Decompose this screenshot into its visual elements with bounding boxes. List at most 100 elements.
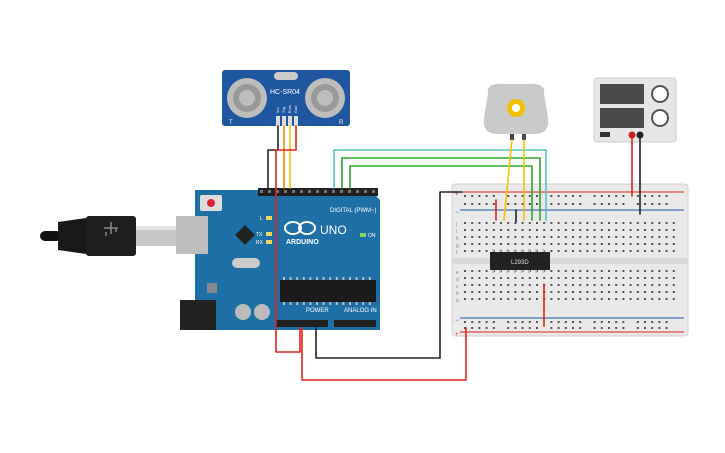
terminal-hole[interactable] (550, 250, 553, 252)
terminal-hole[interactable] (492, 229, 495, 231)
terminal-hole[interactable] (478, 298, 481, 300)
terminal-hole[interactable] (600, 243, 603, 245)
terminal-hole[interactable] (514, 284, 517, 286)
terminal-hole[interactable] (629, 250, 632, 252)
terminal-hole[interactable] (622, 229, 625, 231)
terminal-hole[interactable] (651, 236, 654, 238)
terminal-hole[interactable] (593, 243, 596, 245)
rail-hole[interactable] (615, 321, 618, 323)
terminal-hole[interactable] (471, 277, 474, 279)
terminal-hole[interactable] (636, 284, 639, 286)
rail-hole[interactable] (579, 327, 582, 329)
rail-hole[interactable] (658, 195, 661, 197)
rail-hole[interactable] (528, 327, 531, 329)
terminal-hole[interactable] (521, 229, 524, 231)
terminal-hole[interactable] (464, 229, 466, 231)
voltage-knob-icon[interactable] (651, 85, 669, 103)
terminal-hole[interactable] (651, 243, 654, 245)
terminal-hole[interactable] (608, 243, 610, 245)
terminal-hole[interactable] (485, 270, 488, 272)
terminal-hole[interactable] (478, 291, 481, 293)
terminal-hole[interactable] (564, 222, 567, 224)
terminal-hole[interactable] (536, 243, 538, 245)
terminal-hole[interactable] (651, 291, 654, 293)
header-pin[interactable] (348, 190, 351, 193)
terminal-hole[interactable] (572, 243, 574, 245)
rail-hole[interactable] (593, 327, 596, 329)
terminal-hole[interactable] (521, 236, 524, 238)
wire-teal-control[interactable] (333, 149, 547, 221)
terminal-hole[interactable] (500, 284, 502, 286)
terminal-hole[interactable] (536, 291, 538, 293)
terminal-hole[interactable] (521, 291, 524, 293)
rail-hole[interactable] (615, 195, 618, 197)
rail-hole[interactable] (521, 321, 524, 323)
terminal-hole[interactable] (665, 291, 668, 293)
terminal-hole[interactable] (521, 298, 524, 300)
header-pin[interactable] (308, 190, 311, 193)
terminal-hole[interactable] (622, 291, 625, 293)
rail-hole[interactable] (485, 327, 488, 329)
terminal-hole[interactable] (514, 291, 517, 293)
header-pin[interactable] (316, 190, 319, 193)
wire-motor-1[interactable] (503, 139, 513, 221)
terminal-hole[interactable] (665, 277, 668, 279)
terminal-hole[interactable] (514, 229, 517, 231)
terminal-hole[interactable] (593, 236, 596, 238)
terminal-hole[interactable] (615, 236, 618, 238)
rail-hole[interactable] (608, 321, 610, 323)
header-pin[interactable] (364, 190, 367, 193)
terminal-hole[interactable] (500, 298, 502, 300)
terminal-hole[interactable] (636, 222, 639, 224)
terminal-hole[interactable] (521, 222, 524, 224)
terminal-hole[interactable] (557, 236, 560, 238)
terminal-hole[interactable] (622, 250, 625, 252)
terminal-hole[interactable] (622, 298, 625, 300)
terminal-hole[interactable] (586, 229, 589, 231)
terminal-hole[interactable] (600, 298, 603, 300)
terminal-hole[interactable] (521, 277, 524, 279)
terminal-hole[interactable] (492, 284, 495, 286)
rail-hole[interactable] (636, 203, 639, 205)
terminal-hole[interactable] (608, 250, 610, 252)
rail-hole[interactable] (579, 321, 582, 323)
terminal-hole[interactable] (608, 277, 610, 279)
terminal-hole[interactable] (528, 243, 531, 245)
terminal-hole[interactable] (507, 243, 510, 245)
terminal-hole[interactable] (478, 243, 481, 245)
terminal-hole[interactable] (507, 277, 510, 279)
terminal-hole[interactable] (550, 284, 553, 286)
terminal-hole[interactable] (608, 291, 610, 293)
rail-hole[interactable] (507, 203, 510, 205)
terminal-hole[interactable] (579, 229, 582, 231)
rail-hole[interactable] (572, 321, 574, 323)
rail-hole[interactable] (514, 327, 517, 329)
terminal-hole[interactable] (564, 277, 567, 279)
terminal-hole[interactable] (478, 250, 481, 252)
rail-hole[interactable] (658, 321, 661, 323)
terminal-hole[interactable] (672, 250, 675, 252)
rail-hole[interactable] (557, 195, 560, 197)
terminal-hole[interactable] (471, 298, 474, 300)
terminal-hole[interactable] (528, 229, 531, 231)
rail-hole[interactable] (600, 327, 603, 329)
header-pin[interactable] (324, 190, 327, 193)
terminal-hole[interactable] (514, 298, 517, 300)
terminal-hole[interactable] (550, 298, 553, 300)
terminal-hole[interactable] (485, 298, 488, 300)
terminal-hole[interactable] (579, 277, 582, 279)
rail-hole[interactable] (507, 327, 510, 329)
rail-hole[interactable] (665, 203, 668, 205)
rail-hole[interactable] (658, 327, 661, 329)
rail-hole[interactable] (536, 203, 538, 205)
terminal-hole[interactable] (464, 236, 466, 238)
header-pin[interactable] (372, 190, 375, 193)
terminal-hole[interactable] (651, 270, 654, 272)
terminal-hole[interactable] (492, 243, 495, 245)
rail-hole[interactable] (608, 327, 610, 329)
terminal-hole[interactable] (557, 298, 560, 300)
terminal-hole[interactable] (579, 284, 582, 286)
terminal-hole[interactable] (593, 291, 596, 293)
rail-hole[interactable] (636, 195, 639, 197)
wire-green-control-2[interactable] (349, 165, 533, 221)
